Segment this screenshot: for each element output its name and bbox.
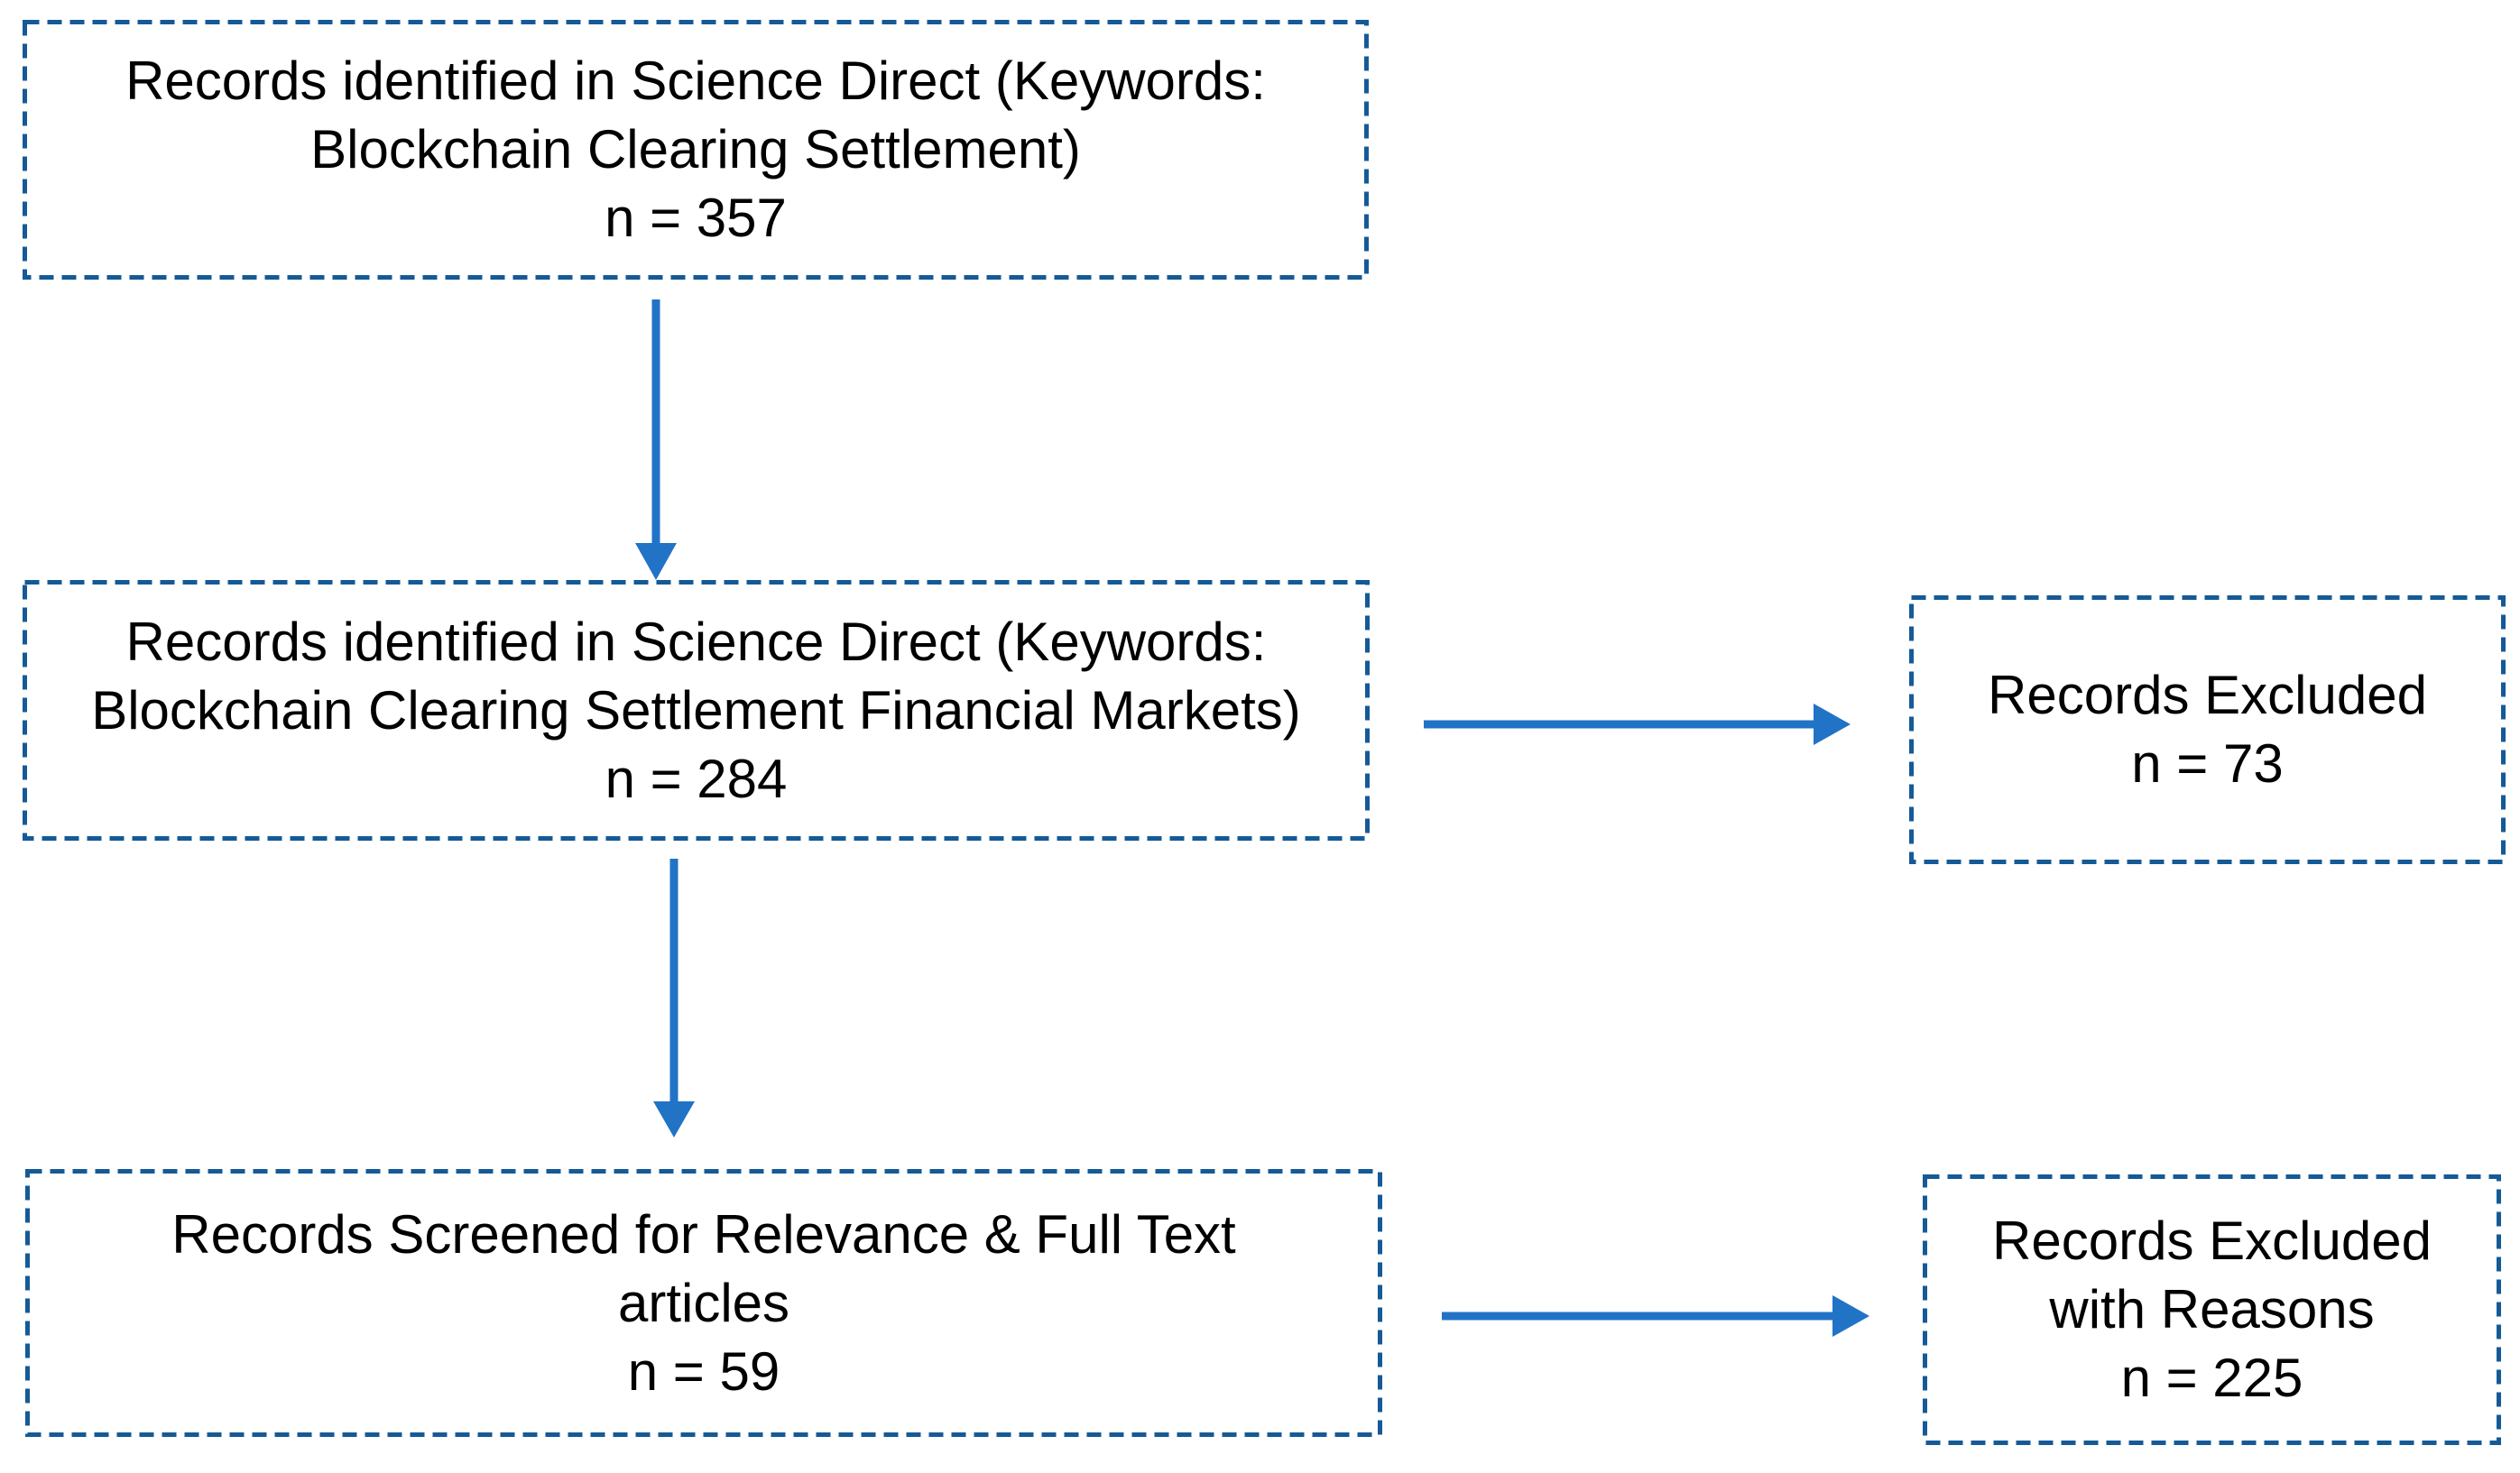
box-identified-keywords-1: Records identified in Science Direct (Ke…: [23, 20, 1369, 280]
box-text-line: articles: [617, 1272, 790, 1333]
box-text-line: Records identified in Science Direct (Ke…: [125, 51, 1266, 111]
box-text-line: Records Excluded: [1992, 1211, 2432, 1271]
box-text-line: Blockchain Clearing Settlement): [310, 119, 1081, 180]
dashed-border: [1923, 1174, 2501, 1445]
down-arrow-icon: [635, 299, 677, 580]
box-records-excluded-with-reasons: Records Excluded with Reasons n = 225: [1923, 1174, 2501, 1445]
right-arrow-icon: [1442, 1295, 1869, 1337]
box-text-line: Records Screened for Relevance & Full Te…: [171, 1203, 1236, 1265]
box-screened-full-text: Records Screened for Relevance & Full Te…: [25, 1169, 1382, 1437]
box-count-line: n = 73: [2131, 733, 2284, 794]
down-arrow-icon: [653, 859, 695, 1137]
dashed-border: [23, 580, 1370, 841]
right-arrow-icon: [1424, 704, 1851, 745]
box-identified-keywords-2: Records identified in Science Direct (Ke…: [23, 580, 1370, 841]
box-count-line: n = 284: [605, 748, 788, 809]
box-count-line: n = 59: [627, 1340, 780, 1402]
box-records-excluded: Records Excluded n = 73: [1909, 595, 2506, 864]
box-text-line: Records identified in Science Direct (Ke…: [125, 611, 1267, 672]
box-text-line: Records Excluded: [1988, 665, 2427, 725]
box-count-line: n = 225: [2120, 1348, 2303, 1408]
box-text-line: with Reasons: [2049, 1279, 2375, 1340]
box-text-line: Blockchain Clearing Settlement Financial…: [91, 679, 1301, 741]
dashed-border: [23, 20, 1369, 280]
dashed-border: [1909, 595, 2506, 864]
dashed-border: [25, 1169, 1382, 1437]
box-count-line: n = 357: [605, 188, 787, 248]
